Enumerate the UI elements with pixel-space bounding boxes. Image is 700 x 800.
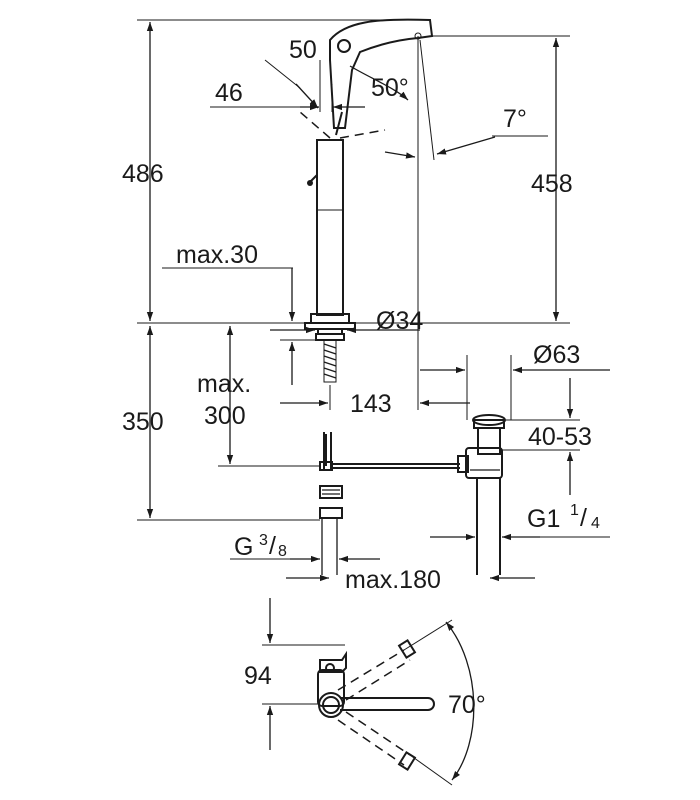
ext-70-lower (409, 754, 453, 786)
spout-7deg-line (419, 39, 435, 161)
label-300: 300 (204, 402, 246, 430)
arrow-7deg-right (436, 136, 496, 155)
counter-plate (304, 322, 356, 330)
side-knob-tip (307, 180, 313, 186)
waste-housing (465, 447, 503, 479)
hose-connector (319, 485, 343, 499)
label-g114-main: G1 (527, 505, 560, 533)
label-g114-den: 4 (591, 515, 600, 532)
ext-70-upper (403, 619, 453, 651)
top-lever-pivot (325, 663, 335, 673)
lever-handle (335, 111, 343, 136)
top-base-outer (318, 692, 344, 718)
faucet-body (316, 139, 344, 316)
dimension-lines (137, 19, 610, 582)
lever-dashed-left (299, 111, 331, 139)
top-spout (340, 697, 435, 711)
spout-joint (337, 39, 351, 53)
label-max: max. (197, 370, 251, 398)
dimension-labels: 486 458 50 50° 46 7° max.30 Ø34 Ø63 143 … (122, 36, 600, 719)
faucet-side-view (299, 18, 506, 575)
label-max-180: max.180 (345, 566, 441, 594)
connector-marks (322, 489, 340, 495)
label-g38-den: 8 (278, 543, 287, 560)
waste-body-upper (477, 427, 501, 455)
label-d63: Ø63 (533, 341, 580, 369)
arrow-7deg-left (384, 151, 416, 159)
label-350: 350 (122, 408, 164, 436)
label-40-53: 40-53 (528, 423, 592, 451)
label-70-deg: 70° (448, 691, 486, 719)
hose-nut (319, 507, 343, 519)
top-body (317, 669, 345, 707)
label-458: 458 (531, 170, 573, 198)
mount-nut (315, 333, 345, 341)
label-g38-slash: / (269, 532, 276, 560)
arc-70-deg (445, 621, 475, 781)
waste-rod-socket (457, 455, 469, 473)
stud-thread-marks (323, 343, 337, 379)
leader-50 (264, 59, 301, 89)
label-g114-num: 1 (570, 502, 579, 519)
swivel-upper (337, 649, 411, 701)
arrow-50 (295, 83, 319, 109)
lever-dashed-right (339, 129, 386, 139)
label-46: 46 (215, 79, 243, 107)
label-50: 50 (289, 36, 317, 64)
label-g38-main: G (234, 533, 253, 561)
faucet-top-view (262, 598, 475, 786)
label-94: 94 (244, 662, 272, 690)
label-7-deg: 7° (503, 105, 527, 133)
label-143: 143 (350, 390, 392, 418)
swivel-lower-tip (397, 751, 417, 771)
top-base-inner (322, 696, 340, 714)
arc-50-deg (349, 65, 409, 101)
label-486: 486 (122, 160, 164, 188)
label-g38-num: 3 (259, 532, 268, 549)
swivel-lower (337, 711, 411, 766)
label-50-deg: 50° (371, 74, 409, 102)
label-d34: Ø34 (376, 307, 423, 335)
swivel-upper-tip (397, 639, 417, 659)
label-g114-slash: / (580, 504, 587, 532)
top-lever (319, 650, 347, 673)
label-max-30: max.30 (176, 241, 258, 269)
